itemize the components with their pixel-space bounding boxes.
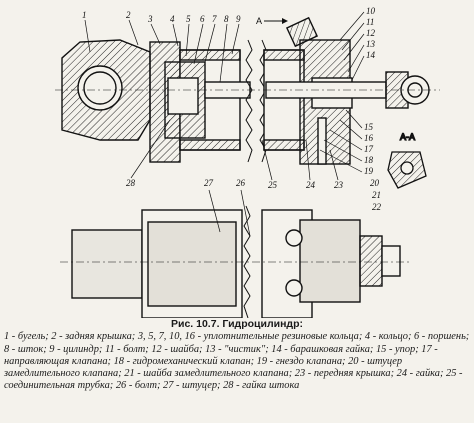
callout-13: 13 xyxy=(366,39,376,49)
svg-text:А: А xyxy=(256,16,262,26)
callout-10: 10 xyxy=(366,6,376,16)
callout-25: 25 xyxy=(268,180,278,190)
figure-caption: Рис. 10.7. Гидроцилиндр: 1 - бугель; 2 -… xyxy=(4,318,470,422)
callout-27: 27 xyxy=(204,178,214,188)
fitting-top xyxy=(285,229,303,247)
callout-20: 20 xyxy=(370,178,380,188)
callout-18: 18 xyxy=(364,155,374,165)
callout-26: 26 xyxy=(236,178,246,188)
callout-17: 17 xyxy=(364,144,374,154)
callout-11: 11 xyxy=(366,17,374,27)
callouts-right: 10 11 12 13 14 15 16 17 18 19 20 21 22 xyxy=(319,6,382,212)
callout-16: 16 xyxy=(364,133,374,143)
nut xyxy=(359,235,383,287)
callout-3: 3 xyxy=(147,14,153,24)
bolt xyxy=(317,117,327,165)
callouts-bottom: 28 27 26 25 24 23 xyxy=(126,119,344,237)
rear-body xyxy=(71,229,143,299)
callout-19: 19 xyxy=(364,166,374,176)
section-mark: А xyxy=(256,16,288,26)
caption-body: 1 - бугель; 2 - задняя крышка; 3, 5, 7, … xyxy=(4,331,470,392)
front-block xyxy=(299,219,361,303)
callout-14: 14 xyxy=(366,50,376,60)
callout-2: 2 xyxy=(126,10,131,20)
callout-24: 24 xyxy=(306,180,316,190)
caption-title: Рис. 10.7. Гидроцилиндр: xyxy=(171,318,303,330)
callout-15: 15 xyxy=(364,122,374,132)
callout-28: 28 xyxy=(126,178,136,188)
callout-9: 9 xyxy=(236,14,241,24)
section-view-label: А-А xyxy=(400,132,415,142)
callout-6: 6 xyxy=(200,14,205,24)
callout-7: 7 xyxy=(212,14,217,24)
callout-1: 1 xyxy=(82,10,87,20)
callout-8: 8 xyxy=(224,14,229,24)
piston-nut xyxy=(167,77,199,115)
longitudinal-section xyxy=(55,16,440,165)
callout-5: 5 xyxy=(186,14,191,24)
section-view-a-a: А-А xyxy=(387,131,427,189)
callout-12: 12 xyxy=(366,28,376,38)
callout-22: 22 xyxy=(372,202,382,212)
callout-21: 21 xyxy=(372,190,381,200)
callouts-top: 1 2 3 4 5 6 7 8 9 xyxy=(82,10,241,83)
cylinder-barrel-right xyxy=(263,49,305,151)
external-view xyxy=(60,205,410,318)
callout-23: 23 xyxy=(334,180,344,190)
valve-fitting xyxy=(285,16,319,48)
callout-4: 4 xyxy=(170,14,175,24)
fitting-bottom xyxy=(285,279,303,297)
hydraulic-cylinder-drawing: А-А А 1 2 3 4 5 6 7 8 9 xyxy=(55,6,440,318)
